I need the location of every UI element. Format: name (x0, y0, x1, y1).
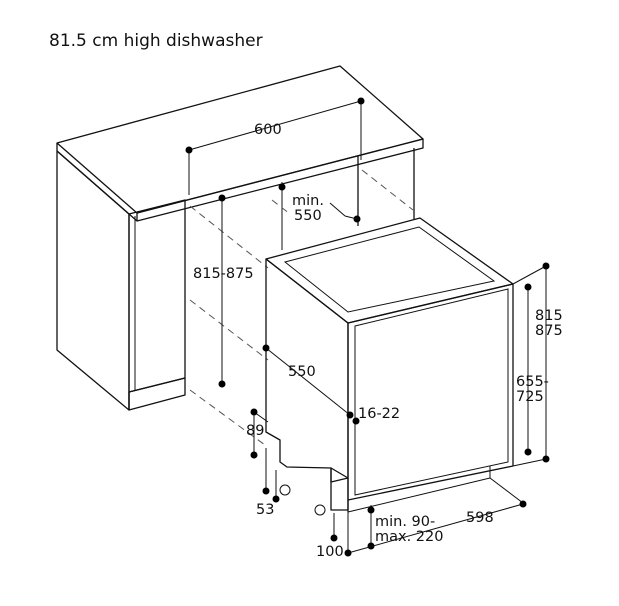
dimension-100: 100 (316, 513, 344, 560)
left-cabinet (56, 150, 186, 411)
recess-guide-lines (189, 169, 414, 446)
label-875: 875 (535, 323, 563, 339)
label-depth-550: 550 (288, 364, 316, 380)
right-cabinet (281, 148, 415, 250)
label-655: 655- (516, 374, 549, 390)
dimension-600: 600 (185, 97, 365, 195)
label-815: 815 (535, 308, 563, 324)
dimension-min90-max220: min. 90- max. 220 (367, 505, 444, 550)
dimension-598: 598 (344, 477, 527, 557)
label-89: 89 (246, 423, 264, 439)
dimension-min-550: min. 550 (278, 183, 361, 224)
dimension-53: 53 (256, 448, 280, 518)
label-53: 53 (256, 502, 274, 518)
diagram-title: 81.5 cm high dishwasher (49, 31, 263, 51)
label-100: 100 (316, 544, 344, 560)
dimension-depth-550: 550 16-22 (262, 344, 400, 425)
label-815-875: 815-875 (193, 266, 254, 282)
dimension-815-875-right: 815 875 (512, 262, 563, 467)
label-598: 598 (466, 510, 494, 526)
label-min90: min. 90- (375, 514, 435, 530)
label-550-top: 550 (294, 208, 322, 224)
countertop (56, 65, 424, 222)
dimension-815-875-cabinet: 815-875 (193, 194, 254, 388)
label-600: 600 (254, 122, 282, 138)
label-725: 725 (516, 389, 544, 405)
dishwasher-body (265, 217, 514, 516)
label-16-22: 16-22 (358, 406, 400, 422)
dimension-89: 89 (246, 408, 269, 459)
dimension-655-725: 655- 725 (516, 283, 549, 456)
label-min: min. (292, 193, 324, 209)
